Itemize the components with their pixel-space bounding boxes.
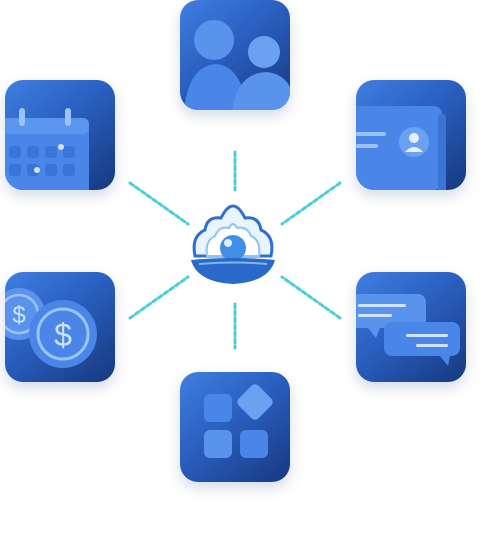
node-apps[interactable] xyxy=(180,372,290,482)
svg-text:$: $ xyxy=(12,302,25,329)
hub-pearl xyxy=(185,198,281,294)
svg-text:$: $ xyxy=(54,317,72,353)
ray-calendar xyxy=(128,181,190,226)
node-contacts[interactable] xyxy=(356,80,466,190)
users-icon xyxy=(184,20,290,110)
ray-messages xyxy=(280,275,342,320)
contact-card-icon xyxy=(356,106,446,190)
node-payments[interactable]: $ $ xyxy=(5,272,115,382)
chat-bubbles-icon xyxy=(356,294,460,366)
node-team[interactable] xyxy=(180,0,290,110)
node-messages[interactable] xyxy=(356,272,466,382)
coins-icon: $ $ xyxy=(5,288,97,368)
pearl-oyster-icon xyxy=(191,204,275,284)
apps-grid-icon xyxy=(204,384,273,458)
ray-payments xyxy=(128,275,190,320)
calendar-icon xyxy=(5,108,89,190)
node-calendar[interactable] xyxy=(5,80,115,190)
ray-contacts xyxy=(280,181,342,226)
